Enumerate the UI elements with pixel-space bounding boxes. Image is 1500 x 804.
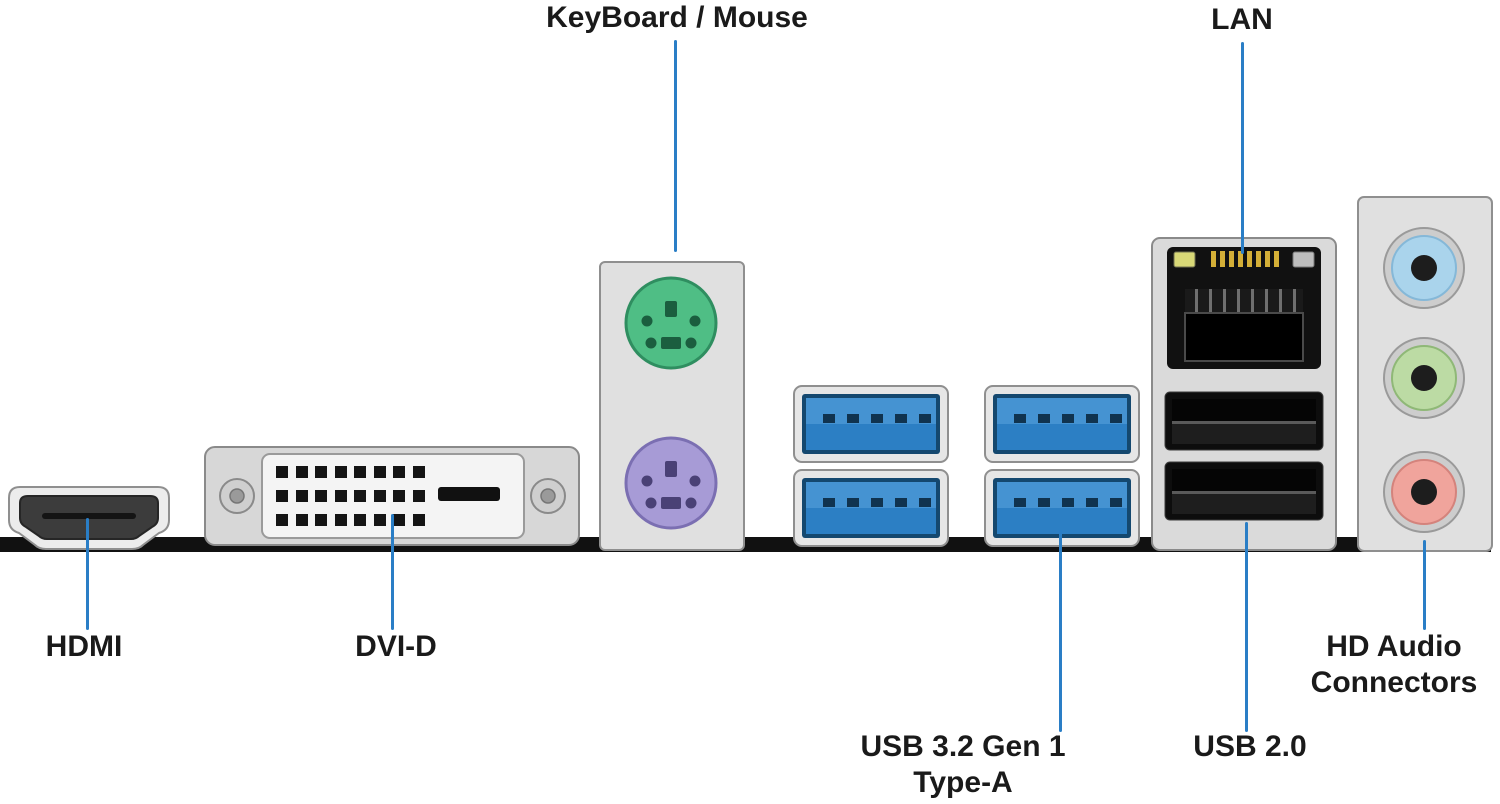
hd-audio-label-line2: Connectors [1310,666,1478,699]
hd-audio-label: HD Audio Connectors [1311,629,1478,701]
usb20-label: USB 2.0 [1193,730,1307,763]
usb2-port-icon [1164,391,1324,451]
lan-led-left [1173,251,1196,268]
hdmi-tongue [42,513,136,519]
lan-leader-line [1241,42,1244,254]
usb3-port-icon [793,469,949,547]
hd-audio-block-icon [1357,196,1493,552]
dvi-d-port-icon [204,446,580,546]
audio-jack-line-out-icon [1383,337,1465,419]
lan-rj45-port-icon [1167,247,1321,369]
usb3-port-icon [984,385,1140,463]
usb20-leader-line [1245,522,1248,732]
ps2-mouse-port-icon [624,436,718,530]
lan-led-right [1292,251,1315,268]
dvi-label: DVI-D [355,630,437,663]
keyboard-mouse-leader-line [674,40,677,252]
dvi-pin-grid [276,466,425,526]
ps2-port-stack-icon [599,261,745,551]
dvi-blade-slot [438,487,500,501]
hdmi-port-icon [8,486,170,550]
usb32-label-line2: Type-A [913,766,1013,799]
audio-jack-mic-icon [1383,451,1465,533]
hd-audio-label-line1: HD Audio [1326,630,1462,663]
usb3-stack-2-icon [984,385,1140,547]
keyboard-mouse-label: KeyBoard / Mouse [546,1,808,34]
ps2-keyboard-port-icon [624,276,718,370]
audio-jack-line-in-icon [1383,227,1465,309]
lan-label: LAN [1211,3,1273,36]
usb3-port-icon [984,469,1140,547]
hd-audio-leader-line [1423,540,1426,630]
lan-gold-pins [1211,251,1279,267]
lan-usb2-block-icon [1151,237,1337,551]
hdmi-leader-line [86,518,89,630]
dvi-leader-line [391,514,394,630]
hdmi-label: HDMI [45,630,123,663]
usb32-label-line1: USB 3.2 Gen 1 [860,730,1066,763]
usb32-label: USB 3.2 Gen 1 Type-A [860,729,1065,801]
usb3-port-icon [793,385,949,463]
usb3-stack-1-icon [793,385,949,547]
usb32-leader-line [1059,530,1062,732]
usb2-port-icon [1164,461,1324,521]
